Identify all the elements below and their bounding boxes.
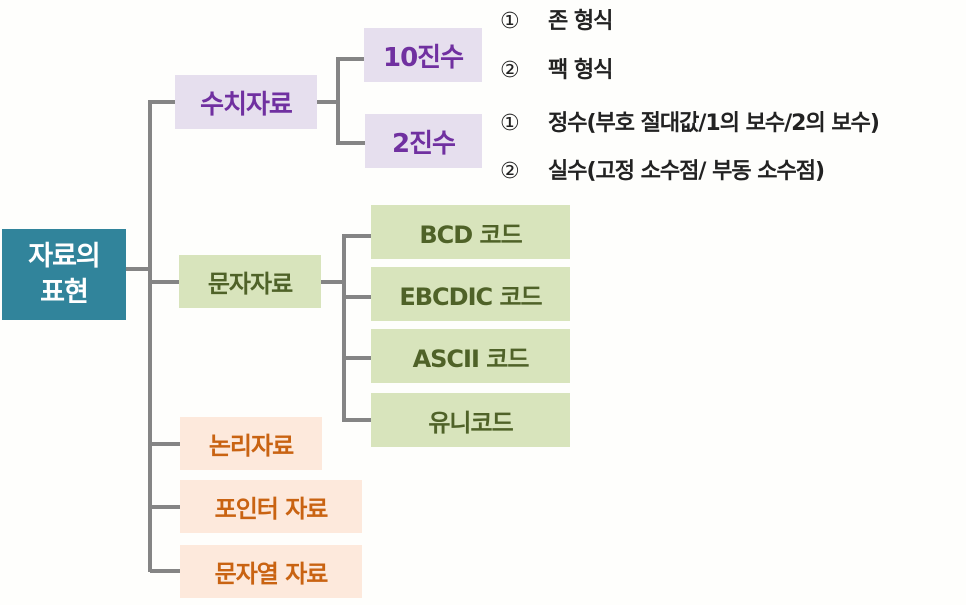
pointer-data-node: 포인터 자료 bbox=[180, 480, 362, 533]
code-node-ebcdic: EBCDIC 코드 bbox=[371, 267, 570, 321]
connector-line bbox=[336, 57, 364, 61]
code-node-unicode: 유니코드 bbox=[371, 393, 570, 447]
connector-line bbox=[150, 569, 180, 573]
connector-line bbox=[342, 234, 371, 238]
decimal-node: 10진수 bbox=[364, 28, 482, 82]
character-data-node: 문자자료 bbox=[179, 255, 321, 308]
connector-line bbox=[148, 100, 175, 104]
connector-line bbox=[150, 505, 180, 509]
connector-line bbox=[342, 418, 371, 422]
connector-line bbox=[342, 356, 371, 360]
connector-line bbox=[321, 280, 345, 284]
connector-line bbox=[317, 100, 340, 104]
string-data-node: 문자열 자료 bbox=[180, 545, 362, 598]
numeric-data-node: 수치자료 bbox=[175, 75, 317, 129]
connector-line bbox=[150, 280, 179, 284]
connector-line bbox=[336, 57, 340, 145]
root-label-line2: 표현 bbox=[40, 276, 89, 308]
connector-line bbox=[150, 442, 180, 446]
code-node-bcd: BCD 코드 bbox=[371, 205, 570, 259]
connector-line bbox=[148, 100, 152, 572]
logical-data-node: 논리자료 bbox=[180, 417, 322, 470]
root-label-line1: 자료의 bbox=[28, 240, 101, 272]
connector-line bbox=[126, 267, 152, 271]
connector-line bbox=[342, 234, 346, 422]
connector-line bbox=[342, 295, 371, 299]
connector-line bbox=[336, 141, 365, 145]
binary-node: 2진수 bbox=[365, 114, 482, 168]
root-node: 자료의 표현 bbox=[2, 229, 126, 320]
code-node-ascii: ASCII 코드 bbox=[371, 329, 570, 383]
